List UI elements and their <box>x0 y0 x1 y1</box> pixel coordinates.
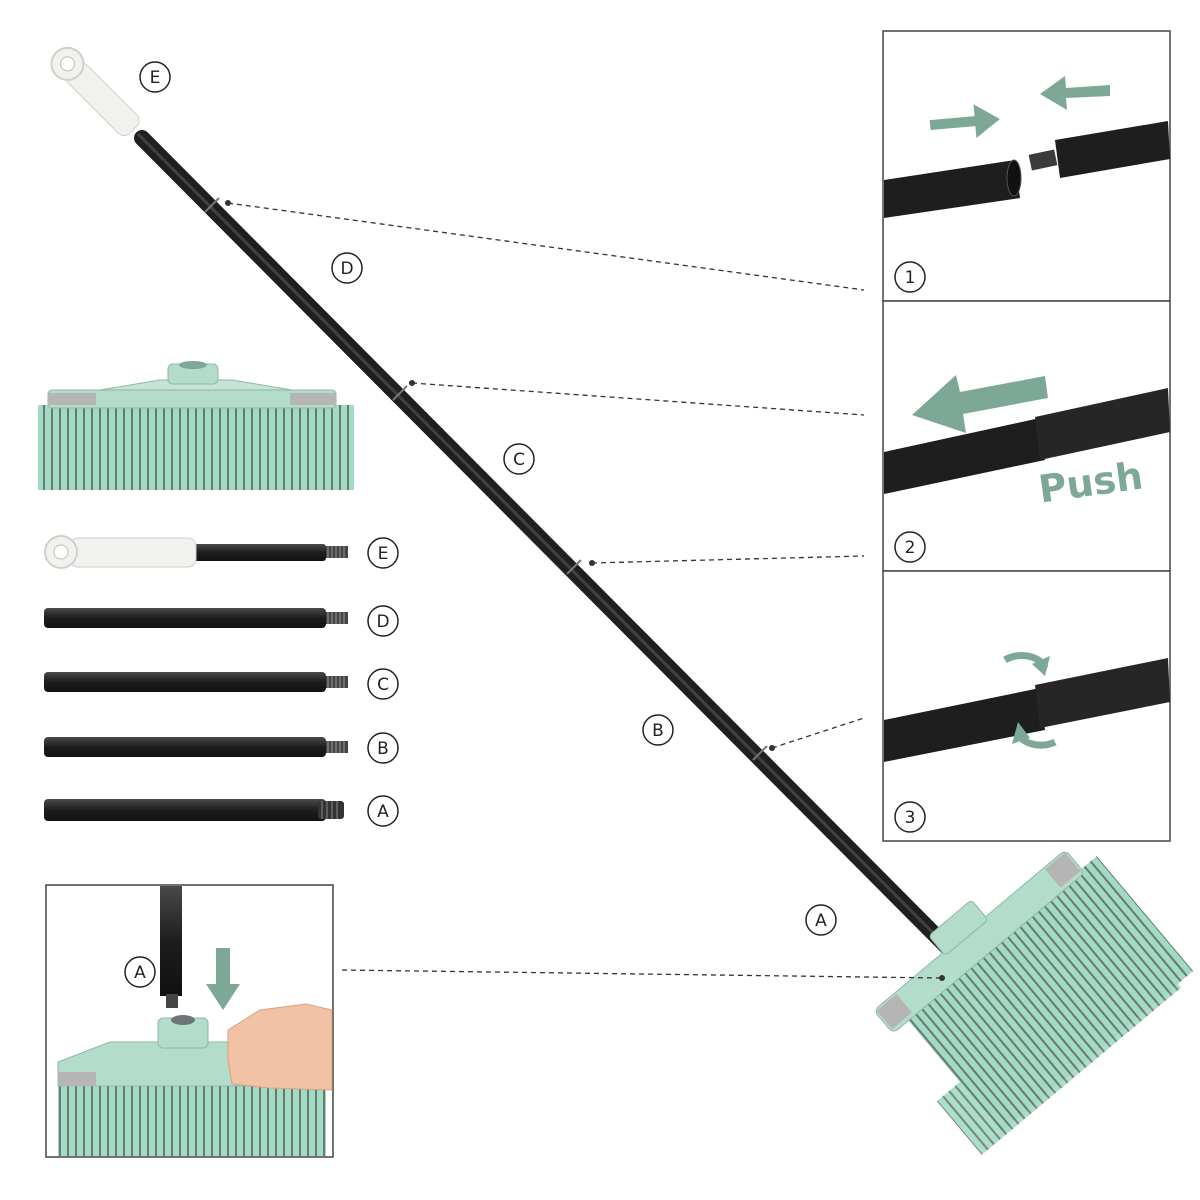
part-label-e: E <box>367 537 399 569</box>
step-number-3: 3 <box>905 808 916 828</box>
main-label-d: D <box>331 252 363 284</box>
part-pole-c <box>44 672 348 692</box>
joint-de <box>204 197 220 213</box>
part-label-c: C <box>367 668 399 700</box>
part-pole-d <box>44 608 348 628</box>
part-label-d: D <box>367 605 399 637</box>
svg-text:C: C <box>513 450 525 470</box>
parts-broom-head <box>38 361 354 490</box>
part-pole-e <box>44 535 348 569</box>
part-label-a: A <box>367 795 399 827</box>
step-panel-3: 3 <box>882 570 1171 842</box>
main-label-b: B <box>642 714 674 746</box>
joint-cb <box>566 559 582 575</box>
svg-text:B: B <box>652 721 664 741</box>
main-label-e: E <box>139 61 171 93</box>
arrow-down-icon <box>206 948 240 1010</box>
inset-attach-head: A <box>45 884 334 1158</box>
main-handle <box>50 46 140 137</box>
step-number-1: 1 <box>905 268 916 288</box>
step-panel-2: Push 2 <box>882 300 1171 572</box>
svg-text:E: E <box>150 68 161 88</box>
leader-dots <box>225 200 945 981</box>
joint-ba <box>752 745 768 761</box>
inset-label-a: A <box>134 963 146 983</box>
part-label-b: B <box>367 732 399 764</box>
main-label-c: C <box>503 443 535 475</box>
part-pole-b <box>44 737 348 757</box>
step-number-2: 2 <box>905 538 916 558</box>
svg-text:E: E <box>378 544 389 564</box>
svg-text:A: A <box>377 802 389 822</box>
step-panel-1: 1 <box>882 30 1171 302</box>
arrow-left-icon <box>1040 76 1110 110</box>
svg-text:D: D <box>340 259 353 279</box>
main-broom <box>50 46 1194 1155</box>
part-pole-a <box>44 799 344 821</box>
svg-text:B: B <box>377 739 389 759</box>
svg-text:A: A <box>815 911 827 931</box>
arrow-right-icon <box>929 104 1000 139</box>
joint-dc <box>392 385 408 401</box>
arrow-left-large-icon <box>912 375 1048 433</box>
svg-text:C: C <box>377 675 389 695</box>
leader-lines <box>227 202 941 979</box>
main-label-a: A <box>805 904 837 936</box>
main-broom-head <box>875 851 1194 1155</box>
svg-text:D: D <box>376 612 389 632</box>
